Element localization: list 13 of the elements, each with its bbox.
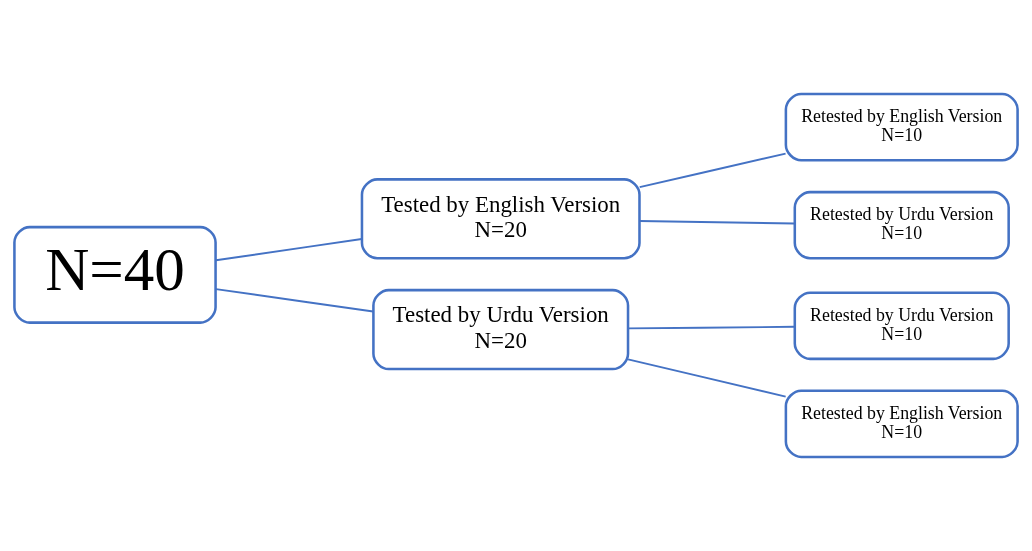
connector: [215, 288, 375, 313]
connector: [627, 358, 787, 398]
connector: [215, 238, 363, 262]
node-box: Tested by English Version N=20: [360, 178, 641, 260]
node-box: Retested by Urdu Version N=10: [793, 291, 1010, 361]
node-box: Retested by English Version N=10: [784, 92, 1019, 162]
node-box: Tested by Urdu Version N=20: [372, 288, 630, 371]
connector: [638, 152, 787, 189]
node-box: Retested by English Version N=10: [784, 389, 1019, 459]
connector: [638, 220, 796, 225]
node-box: Retested by Urdu Version N=10: [793, 190, 1010, 260]
connector: [627, 325, 796, 330]
node-box: N=40: [13, 225, 217, 324]
